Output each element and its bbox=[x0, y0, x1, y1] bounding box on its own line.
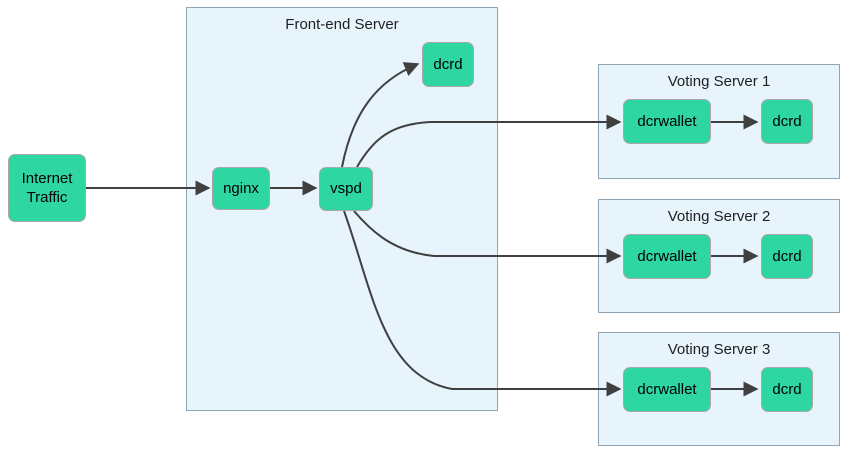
node-voting3-dcrwallet: dcrwallet bbox=[623, 367, 711, 412]
node-internet-traffic: Internet Traffic bbox=[8, 154, 86, 222]
node-voting2-dcrwallet: dcrwallet bbox=[623, 234, 711, 279]
node-nginx: nginx bbox=[212, 167, 270, 210]
node-voting3-dcrd: dcrd bbox=[761, 367, 813, 412]
cluster-frontend-server-title: Front-end Server bbox=[285, 16, 399, 33]
cluster-voting-server-1-title: Voting Server 1 bbox=[667, 73, 771, 90]
node-voting1-dcrwallet: dcrwallet bbox=[623, 99, 711, 144]
node-frontend-dcrd: dcrd bbox=[422, 42, 474, 87]
node-voting1-dcrd: dcrd bbox=[761, 99, 813, 144]
node-vspd: vspd bbox=[319, 167, 373, 211]
node-voting2-dcrd: dcrd bbox=[761, 234, 813, 279]
cluster-voting-server-2-title: Voting Server 2 bbox=[667, 208, 771, 225]
cluster-voting-server-3-title: Voting Server 3 bbox=[667, 341, 771, 358]
